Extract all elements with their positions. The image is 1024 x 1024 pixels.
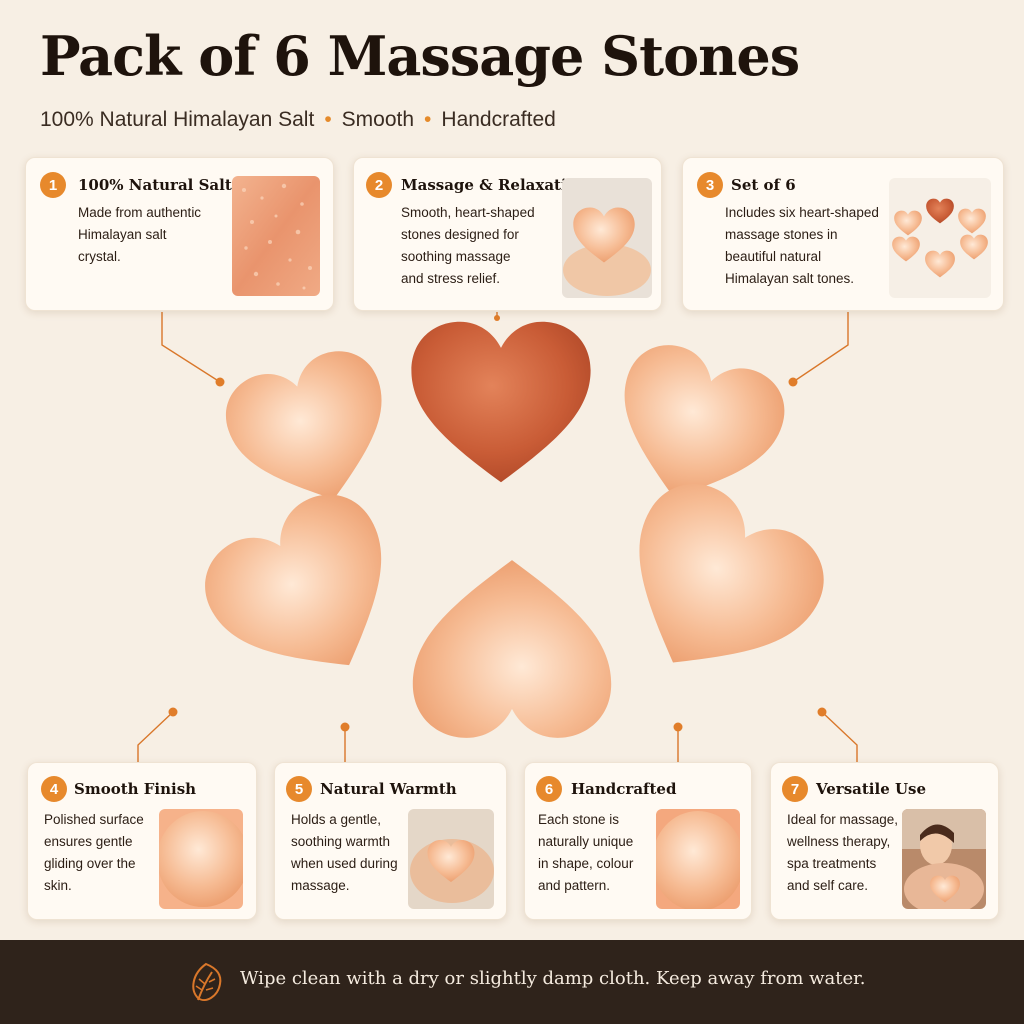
- stone-heart-lower-left: [187, 476, 429, 712]
- feature-title: Set of 6: [731, 176, 796, 194]
- feature-card-5: 5 Natural Warmth Holds a gentle,soothing…: [274, 762, 507, 920]
- feature-number-badge: 7: [782, 776, 808, 802]
- stone-closeup-image: [159, 809, 243, 909]
- subtitle: 100% Natural Himalayan Salt • Smooth • Handc…: [40, 108, 556, 132]
- feature-title: 100% Natural Salt: [78, 176, 232, 194]
- feature-number-badge: 6: [536, 776, 562, 802]
- feature-number-badge: 4: [41, 776, 67, 802]
- feature-description: Ideal for massage,wellness therapy,spa t…: [787, 812, 899, 893]
- feature-title: Smooth Finish: [74, 780, 197, 798]
- six-stones-image: [889, 178, 991, 298]
- woman-spa-image: [902, 809, 986, 909]
- stone-heart-top: [411, 321, 591, 483]
- feature-number-badge: 2: [366, 172, 392, 198]
- care-instructions-footer: Wipe clean with a dry or slightly damp c…: [0, 940, 1024, 1024]
- bullet-dot: •: [324, 108, 332, 131]
- stone-heart-lower-right: [589, 465, 843, 711]
- subtitle-part-1: 100% Natural Himalayan Salt: [40, 108, 315, 131]
- feature-title: Massage & Relaxation: [401, 176, 588, 194]
- care-instructions-text: Wipe clean with a dry or slightly damp c…: [240, 968, 866, 989]
- feature-card-7: 7 Versatile Use Ideal for massage,wellne…: [770, 762, 999, 920]
- bullet-dot: •: [424, 108, 432, 131]
- stone-heart-bottom: [412, 560, 612, 738]
- subtitle-part-2: Smooth: [341, 108, 415, 131]
- feature-number-badge: 5: [286, 776, 312, 802]
- leaf-icon: [192, 962, 222, 1002]
- feature-title: Natural Warmth: [320, 780, 457, 798]
- feature-number-badge: 1: [40, 172, 66, 198]
- feature-title: Handcrafted: [571, 780, 677, 798]
- feature-number-badge: 3: [697, 172, 723, 198]
- salt-crystal-image: [232, 176, 320, 296]
- hands-cupping-stone-image: [408, 809, 494, 909]
- stone-heart-upper-left: [215, 340, 409, 524]
- subtitle-part-3: Handcrafted: [441, 108, 556, 131]
- stone-closeup-image: [656, 809, 740, 909]
- hand-holding-stone-image: [562, 178, 652, 298]
- feature-title: Versatile Use: [816, 780, 927, 798]
- feature-card-2: 2 Massage & Relaxation Smooth, heart-sha…: [353, 157, 662, 311]
- page-title: Pack of 6 Massage Stones: [40, 24, 800, 88]
